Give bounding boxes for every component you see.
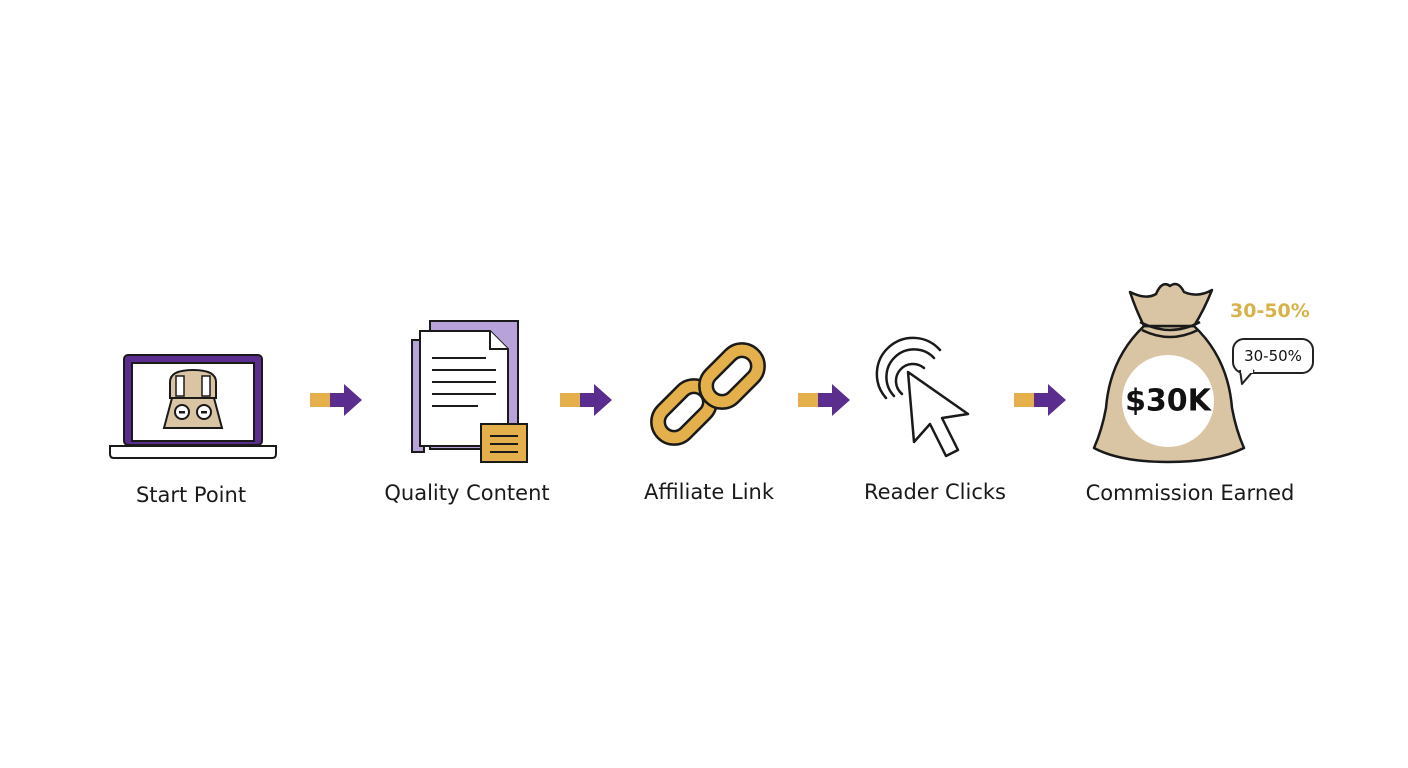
commission-rate-bubble: 30-50%: [1232, 338, 1314, 374]
cursor-click-icon: [875, 336, 970, 458]
step-label-reader-clicks: Reader Clicks: [864, 480, 1006, 504]
speech-bubble-tail: [1239, 369, 1255, 385]
commission-rate-text: 30-50%: [1230, 300, 1310, 322]
arrow-icon-1: [310, 384, 362, 416]
arrow-icon-4: [1014, 384, 1066, 416]
step-label-quality-content: Quality Content: [384, 481, 550, 505]
step-label-start-point: Start Point: [135, 483, 247, 507]
chain-link-icon: [650, 342, 766, 446]
money-bag-icon: [1092, 282, 1246, 464]
commission-amount: $30K: [1125, 383, 1211, 419]
arrow-icon-2: [560, 384, 612, 416]
step-label-commission-earned: Commission Earned: [1085, 481, 1295, 505]
document-icon: [411, 320, 528, 463]
arrow-icon-3: [798, 384, 850, 416]
step-label-affiliate-link: Affiliate Link: [643, 480, 775, 504]
commission-rate-bubble-text: 30-50%: [1244, 347, 1302, 365]
laptop-icon: [109, 354, 277, 459]
